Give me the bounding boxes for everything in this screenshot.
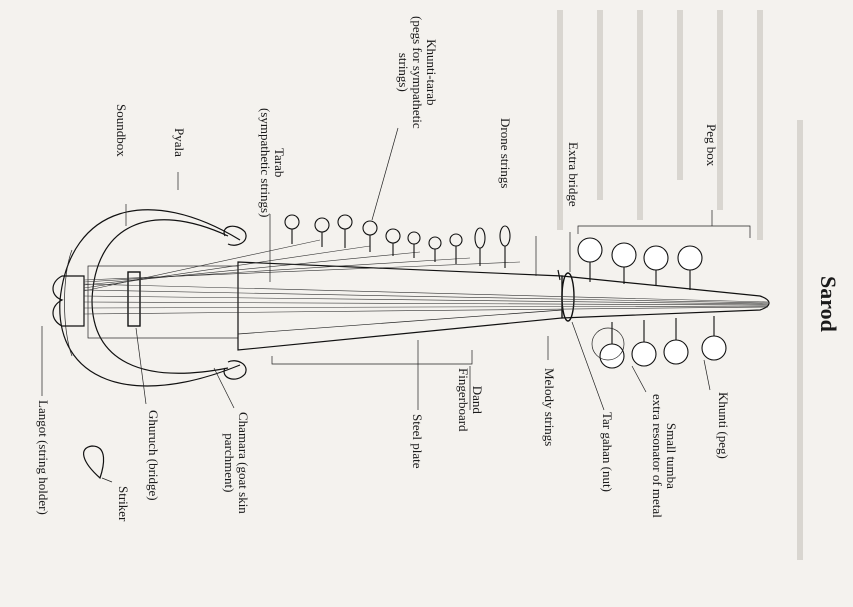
dand-bracket xyxy=(272,350,472,364)
label-pyala: Pyala xyxy=(172,128,186,157)
steel-plate xyxy=(238,310,562,334)
soundbox-outline xyxy=(60,210,240,386)
striker-icon xyxy=(84,446,104,478)
label-small-tumba: Small tumba extra resonator of metal xyxy=(650,394,678,518)
khunti-pegs-bottom xyxy=(600,316,726,368)
peg-box-neck xyxy=(562,276,769,318)
label-ghuruch: Ghuruch (bridge) xyxy=(146,410,160,501)
khunti-pegs-top xyxy=(578,238,702,290)
label-striker: Striker xyxy=(116,486,130,521)
label-peg-box: Peg box xyxy=(704,124,718,166)
label-langot: Langot (string holder) xyxy=(36,400,50,515)
label-chamara: Chamara (goat skin parchment) xyxy=(222,412,250,514)
label-khunti: Khunti (peg) xyxy=(716,392,730,459)
label-tar-gahan: Tar gahan (nut) xyxy=(600,412,614,492)
diagram-title: Sarod xyxy=(816,276,840,332)
label-tarab: Tarab (sympathetic strings) xyxy=(258,108,286,217)
label-extra-bridge: Extra bridge xyxy=(566,142,580,207)
label-drone-strings: Drone strings xyxy=(498,118,512,188)
dand-fingerboard xyxy=(238,262,562,350)
background-text-lines xyxy=(560,10,800,560)
khunti-tarab-pegs xyxy=(285,215,510,268)
label-khunti-tarab: Khunti-tarab (pegs for sympathetic strin… xyxy=(396,16,438,129)
extra-bridge xyxy=(558,270,560,280)
label-soundbox: Soundbox xyxy=(114,104,128,157)
label-melody-strings: Melody strings xyxy=(542,368,556,446)
langot xyxy=(53,276,84,326)
label-steel-plate: Steel plate xyxy=(410,414,424,469)
label-dand-fingerboard: Dand Fingerboard xyxy=(456,368,484,432)
peg-box-bracket xyxy=(578,226,750,238)
